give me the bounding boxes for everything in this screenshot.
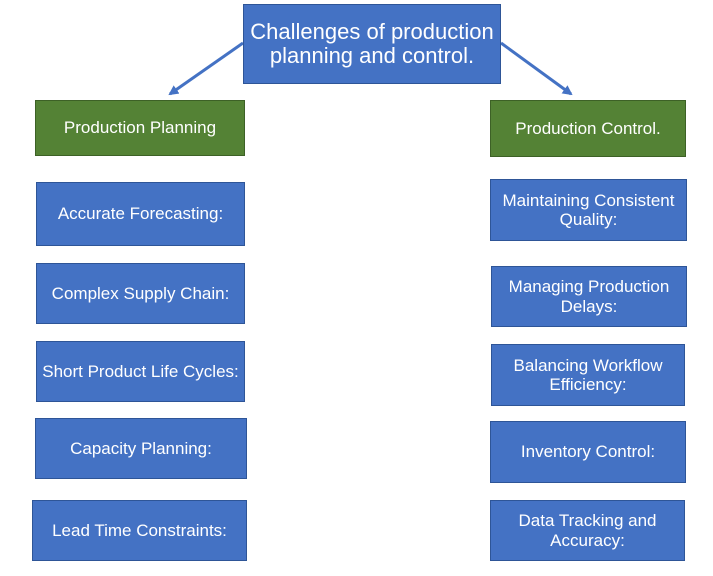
control-item-managing-production-delays: Managing Production Delays:: [491, 266, 687, 327]
production-planning-header: Production Planning: [35, 100, 245, 156]
production-control-header: Production Control.: [490, 100, 686, 157]
planning-item-lead-time-constraints: Lead Time Constraints:: [32, 500, 247, 561]
diagram-title: Challenges of production planning and co…: [243, 4, 501, 84]
control-item-inventory-control: Inventory Control:: [490, 421, 686, 483]
planning-item-complex-supply-chain: Complex Supply Chain:: [36, 263, 245, 324]
control-item-maintaining-consistent-quality: Maintaining Consistent Quality:: [490, 179, 687, 241]
control-item-balancing-workflow-efficiency: Balancing Workflow Efficiency:: [491, 344, 685, 406]
arrow-to-production-planning: [168, 41, 244, 96]
planning-item-short-product-life-cycles: Short Product Life Cycles:: [36, 341, 245, 402]
planning-item-accurate-forecasting: Accurate Forecasting:: [36, 182, 245, 246]
arrow-to-production-control: [500, 41, 573, 96]
planning-item-capacity-planning: Capacity Planning:: [35, 418, 247, 479]
control-item-data-tracking-and-accuracy: Data Tracking and Accuracy:: [490, 500, 685, 561]
